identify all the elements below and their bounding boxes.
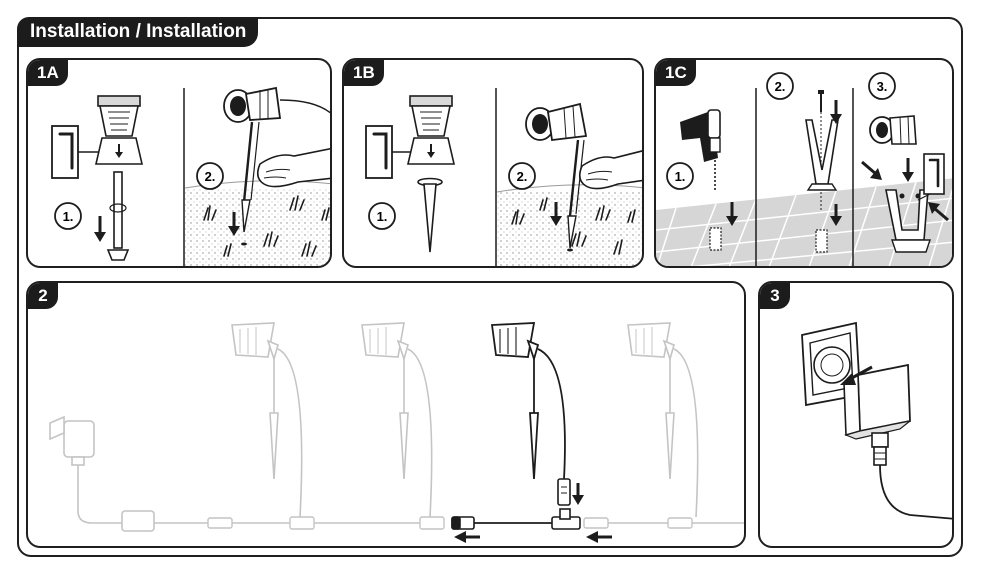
step-1-marker: 1. xyxy=(368,202,396,230)
down-arrow-icon xyxy=(830,204,842,226)
installation-frame xyxy=(17,17,963,557)
hex-key-icon xyxy=(51,125,79,179)
mounting-bracket-illustration xyxy=(805,119,839,191)
faded-cable xyxy=(77,453,744,524)
hex-key-icon xyxy=(917,153,945,201)
down-arrow-icon xyxy=(228,212,240,236)
hand-illustration xyxy=(256,147,330,188)
svg-text:2.: 2. xyxy=(775,79,786,94)
diagonal-arrow-icon xyxy=(861,160,882,180)
svg-text:1.: 1. xyxy=(675,169,686,184)
panel-1b: 1B 1. xyxy=(342,58,644,268)
panel-3: 3 xyxy=(758,281,954,548)
power-adapter-illustration xyxy=(49,415,95,466)
down-arrow-icon xyxy=(902,158,914,182)
panel-3-illustration xyxy=(801,321,952,520)
down-arrow-icon xyxy=(830,100,842,124)
t-connector xyxy=(551,508,581,530)
down-arrow-icon xyxy=(572,483,584,505)
spot-lamp-illustration xyxy=(223,86,330,233)
screw-icon xyxy=(818,90,824,210)
drill-illustration xyxy=(680,109,721,190)
step-1-marker: 1. xyxy=(666,162,694,190)
spike-tube-illustration xyxy=(106,171,130,261)
power-adapter-illustration xyxy=(843,363,952,520)
diagonal-arrow-icon xyxy=(928,202,949,222)
lamp-on-base-illustration xyxy=(406,95,456,165)
step-2-marker: 2. xyxy=(508,162,536,190)
lamp-on-base-illustration xyxy=(94,95,144,165)
down-arrow-icon xyxy=(550,202,562,226)
left-arrow-icon xyxy=(454,531,480,543)
faded-spot-lamp-4 xyxy=(627,322,699,518)
wall-plug-illustration xyxy=(815,229,828,253)
spot-lamp-illustration xyxy=(525,102,588,249)
step-3-marker: 3. xyxy=(868,72,896,100)
panel-1b-label: 1B xyxy=(344,60,384,86)
panel-3-label: 3 xyxy=(760,283,790,309)
active-connector-end xyxy=(451,516,475,530)
ground-spike-illustration xyxy=(417,177,443,253)
controller-box xyxy=(121,510,155,532)
panel-1a: 1A xyxy=(26,58,332,268)
step-1-marker: 1. xyxy=(54,202,82,230)
svg-text:2.: 2. xyxy=(517,169,528,184)
svg-text:1.: 1. xyxy=(63,209,74,224)
faded-connectors xyxy=(207,516,693,530)
svg-text:2.: 2. xyxy=(205,169,216,184)
mounting-bracket-illustration xyxy=(885,189,931,253)
panel-1c-illustration: 1. 2. 3. xyxy=(656,72,952,266)
active-connector-plug xyxy=(557,478,571,506)
wall-plug-illustration xyxy=(709,227,722,251)
left-arrow-icon xyxy=(586,531,612,543)
active-spot-lamp xyxy=(490,322,566,480)
spot-lamp-illustration xyxy=(869,115,917,145)
panel-1a-label: 1A xyxy=(28,60,68,86)
faded-spot-lamp-1 xyxy=(231,322,303,518)
grass-tufts xyxy=(203,195,330,257)
step-2-marker: 2. xyxy=(196,162,224,190)
hand-illustration xyxy=(578,150,642,190)
panel-1b-illustration: 1. xyxy=(365,88,642,266)
wall-socket-illustration xyxy=(801,321,861,407)
diagonal-arrow-icon xyxy=(840,365,873,385)
faded-spot-lamp-2 xyxy=(361,322,433,518)
hex-key-icon xyxy=(365,125,393,179)
panel-1a-illustration: 1. xyxy=(51,86,330,266)
down-arrow-icon xyxy=(726,202,738,226)
page-title: Installation / Installation xyxy=(17,17,259,47)
grass-tufts xyxy=(511,197,636,255)
svg-text:3.: 3. xyxy=(877,79,888,94)
panel-1c-label: 1C xyxy=(656,60,696,86)
soil-area xyxy=(185,188,330,266)
panel-2-label: 2 xyxy=(28,283,58,309)
down-arrow-icon xyxy=(94,216,106,242)
svg-text:1.: 1. xyxy=(377,209,388,224)
panel-2-illustration xyxy=(49,322,744,543)
panel-1c: 1C xyxy=(654,58,954,268)
step-2-marker: 2. xyxy=(766,72,794,100)
tiled-floor xyxy=(656,178,952,266)
panel-2: 2 xyxy=(26,281,746,548)
